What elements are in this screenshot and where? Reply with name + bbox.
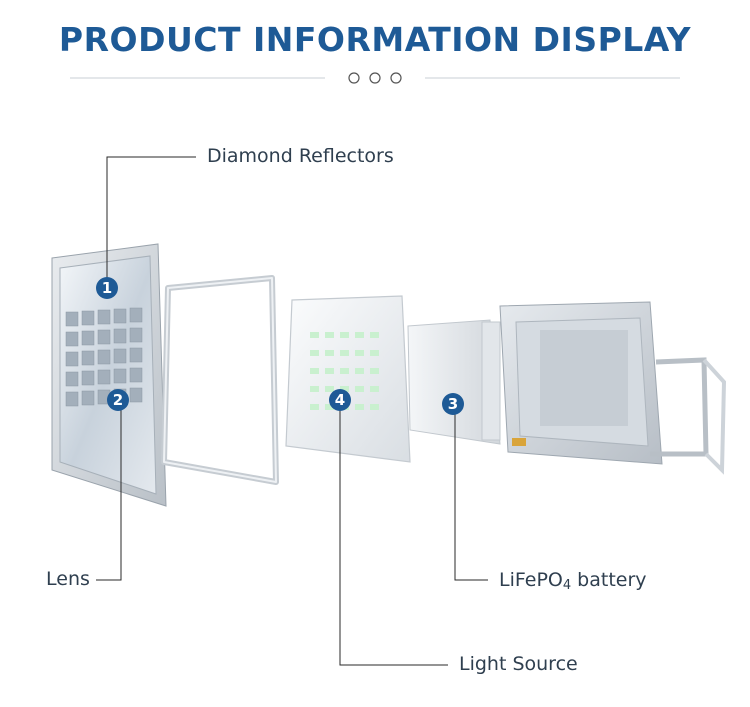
divider-circle-icon (390, 72, 402, 84)
front-cover (51, 243, 167, 507)
badge-3-number: 3 (448, 395, 458, 413)
divider-circle-icon (369, 72, 381, 84)
badge-1: 1 (96, 277, 118, 299)
divider-circle-icon (348, 72, 360, 84)
label-lifepo4-battery: LiFePO4 battery (499, 569, 647, 593)
label-lens: Lens (46, 568, 90, 590)
label-lifepo4-text: LiFePO (499, 569, 563, 591)
label-light-source: Light Source (459, 653, 578, 675)
badge-4-number: 4 (335, 391, 345, 409)
leader-line-1 (106, 156, 196, 288)
rear-housing (499, 301, 663, 465)
mounting-bracket (650, 357, 727, 475)
label-battery-text: battery (571, 569, 647, 591)
gasket-frame (161, 275, 279, 485)
label-lifepo4-subscript: 4 (562, 578, 572, 593)
battery-pack (407, 319, 501, 445)
led-plate (285, 295, 411, 463)
page-title: PRODUCT INFORMATION DISPLAY (58, 20, 692, 59)
badge-2: 2 (107, 389, 129, 411)
badge-1-number: 1 (102, 279, 112, 297)
badge-2-number: 2 (113, 391, 123, 409)
leader-line-4 (339, 400, 448, 666)
label-diamond-reflectors: Diamond Reflectors (207, 145, 394, 167)
badge-3: 3 (442, 393, 464, 415)
badge-4: 4 (329, 389, 351, 411)
